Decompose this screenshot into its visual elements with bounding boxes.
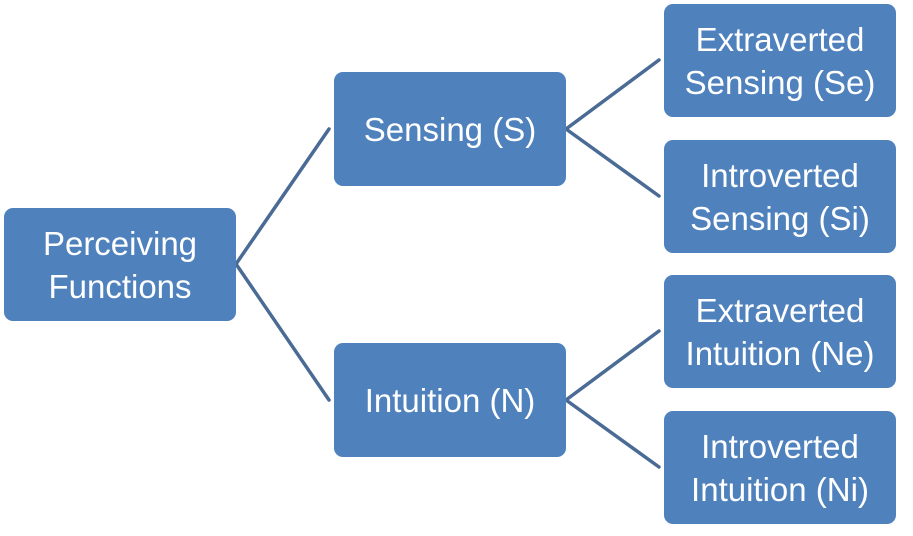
connector-sensing-to-si bbox=[564, 127, 661, 198]
node-sensing: Sensing (S) bbox=[334, 72, 566, 186]
node-label-line: Functions bbox=[48, 267, 192, 305]
node-label: Sensing (S) bbox=[363, 110, 537, 148]
node-label-line: Perceiving bbox=[42, 224, 198, 262]
node-extraverted-sensing: Extraverted Sensing (Se) bbox=[664, 4, 896, 117]
node-label-line: Introverted bbox=[701, 427, 859, 465]
node-perceiving-functions: Perceiving Functions bbox=[4, 208, 236, 321]
node-intuition: Intuition (N) bbox=[334, 343, 566, 457]
connector-intuition-to-ne bbox=[564, 329, 661, 402]
node-label-line: Extraverted bbox=[695, 20, 865, 58]
node-label-line: Sensing (Se) bbox=[684, 63, 876, 101]
node-introverted-sensing: Introverted Sensing (Si) bbox=[664, 140, 896, 253]
connector-intuition-to-ni bbox=[564, 398, 661, 469]
node-label: Intuition (N) bbox=[364, 381, 536, 419]
connector-sensing-to-se bbox=[564, 58, 661, 131]
node-label-line: Sensing (Si) bbox=[690, 199, 870, 237]
node-label-line: Intuition (Ni) bbox=[691, 470, 869, 508]
connector-root-to-intuition bbox=[234, 262, 331, 402]
node-label-line: Intuition (Ne) bbox=[685, 334, 875, 372]
node-label-line: Introverted bbox=[701, 156, 859, 194]
node-introverted-intuition: Introverted Intuition (Ni) bbox=[664, 411, 896, 524]
node-label-line: Extraverted bbox=[695, 291, 865, 329]
connector-root-to-sensing bbox=[234, 127, 331, 266]
node-extraverted-intuition: Extraverted Intuition (Ne) bbox=[664, 275, 896, 388]
